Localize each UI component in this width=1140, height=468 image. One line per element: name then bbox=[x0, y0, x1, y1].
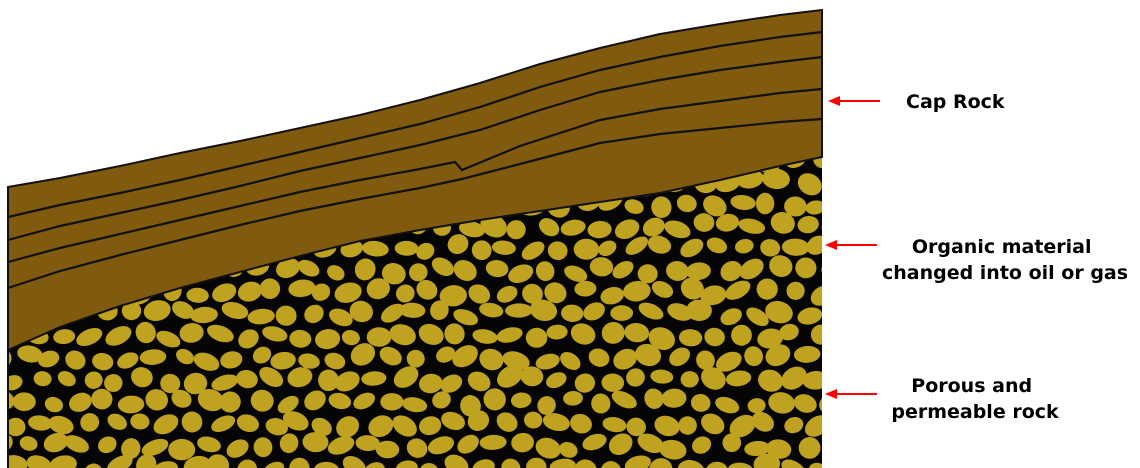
rock-grain bbox=[822, 436, 848, 456]
label-cap-rock: Cap Rock bbox=[828, 91, 1005, 113]
arrow-left-icon bbox=[828, 96, 880, 106]
rock-grain bbox=[832, 191, 855, 211]
rock-grain bbox=[24, 143, 56, 172]
rock-grain bbox=[0, 145, 29, 172]
rock-grain bbox=[830, 363, 861, 393]
rock-grain bbox=[367, 327, 392, 346]
rock-grain bbox=[380, 393, 403, 410]
rock-grain bbox=[822, 172, 845, 195]
rock-grain bbox=[830, 147, 853, 167]
arrow-left-icon bbox=[825, 240, 877, 250]
rock-grain bbox=[824, 303, 848, 319]
rock-grain bbox=[53, 150, 80, 168]
rock-grain bbox=[819, 258, 846, 283]
rock-grain bbox=[826, 350, 846, 370]
label-organic-material: Organic material changed into oil or gas bbox=[825, 236, 1128, 284]
arrow-left-icon bbox=[825, 389, 877, 399]
label-porous-rock: Porous and permeable rock bbox=[825, 375, 1059, 423]
porous-rock-label: Porous and permeable rock bbox=[891, 375, 1059, 423]
rock-grain bbox=[831, 321, 858, 348]
rock-grain bbox=[73, 143, 105, 173]
rock-grain bbox=[168, 439, 195, 460]
organic-material-label: Organic material changed into oil or gas bbox=[882, 236, 1128, 284]
rock-grain bbox=[819, 215, 844, 241]
cap-rock-label: Cap Rock bbox=[906, 91, 1005, 113]
rock-grain bbox=[831, 280, 851, 297]
rock-grain bbox=[836, 455, 859, 468]
rock-grain bbox=[830, 411, 854, 434]
